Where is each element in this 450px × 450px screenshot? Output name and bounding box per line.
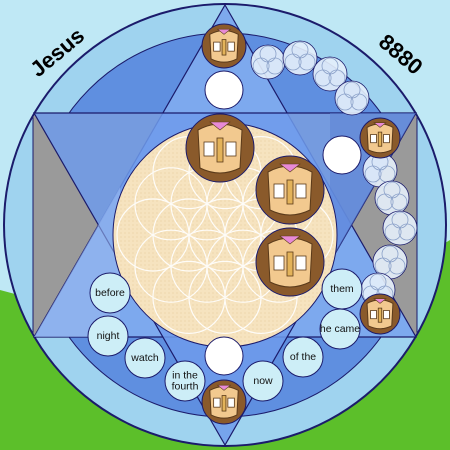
arc-circles	[250, 40, 418, 308]
figure-medallion	[255, 155, 325, 225]
verse-word-circle: them	[321, 268, 363, 310]
verse-word-circle: night	[87, 315, 129, 357]
white-circle-top	[204, 70, 244, 110]
verse-word-text: them	[330, 283, 354, 295]
verse-word-circle: before	[89, 272, 131, 314]
figure-medallion	[185, 113, 255, 183]
arc-flower-circle	[312, 56, 348, 92]
figure-medallion	[359, 117, 401, 159]
verse-word-circle: he came	[319, 308, 361, 350]
verse-word-text: watch	[130, 352, 159, 364]
verse-word-circle: watch	[124, 337, 166, 379]
verse-word-text: before	[95, 287, 125, 299]
verse-word-text: night	[97, 330, 120, 342]
verse-word-circle: now	[242, 360, 284, 402]
figure-medallion	[201, 23, 247, 69]
verse-word-text: now	[253, 375, 273, 387]
arc-flower-circle	[250, 44, 286, 80]
verse-word-text: fourth	[172, 380, 199, 392]
verse-word-text: he came	[320, 323, 360, 335]
figure-medallion	[255, 227, 325, 297]
verse-word-text: in the	[172, 369, 198, 381]
arc-flower-circle	[374, 180, 410, 216]
figure-medallion	[359, 293, 401, 335]
figure-medallion	[201, 379, 247, 425]
verse-word-text: of the	[290, 351, 316, 363]
arc-flower-circle	[282, 40, 318, 76]
white-circle-right	[322, 135, 362, 175]
arc-flower-circle	[382, 210, 418, 246]
figure-medallions	[185, 23, 401, 425]
verse-word-circle: of the	[282, 336, 324, 378]
white-circle-bottom	[204, 336, 244, 376]
arc-flower-circle	[334, 80, 370, 116]
arc-flower-circle	[372, 244, 408, 280]
